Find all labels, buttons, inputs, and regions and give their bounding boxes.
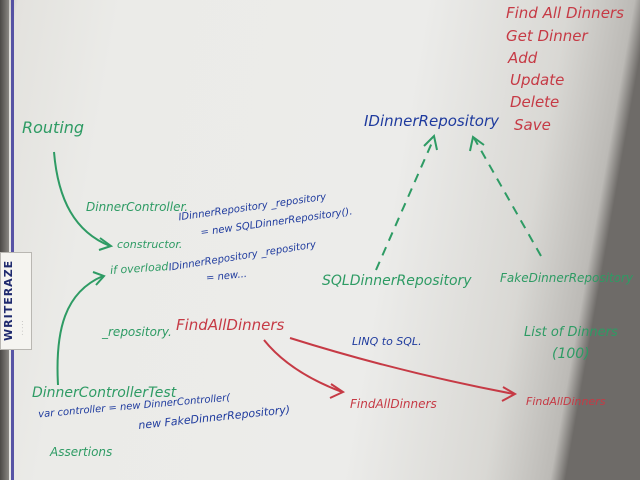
arrow-find-to-sql	[263, 339, 343, 393]
interface-name: IDinnerRepository	[364, 112, 499, 130]
arrowhead-find-sql	[329, 383, 346, 399]
controller-label: DinnerController.	[86, 200, 189, 214]
board-frame-rail	[0, 0, 9, 480]
arrowhead-test	[92, 271, 106, 286]
arrowhead-sql-interface	[423, 133, 438, 151]
list-of-dinners-label: List of Dinners	[524, 325, 618, 340]
arrowhead-find-fake	[501, 386, 518, 402]
sql-repository-label: SQLDinnerRepository	[322, 273, 472, 289]
assertions-label: Assertions	[50, 445, 113, 459]
method-update: Update	[510, 71, 565, 89]
method-get-dinner: Get Dinner	[506, 27, 588, 45]
repository-call-method: FindAllDinners	[176, 316, 285, 334]
repository-call-prefix: _repository.	[102, 325, 172, 339]
linq-to-sql-label: LINQ to SQL.	[352, 335, 422, 348]
arrowhead-routing	[98, 237, 114, 251]
method-delete: Delete	[510, 93, 560, 111]
routing-label: Routing	[22, 118, 85, 137]
dashed-arrow-fake-to-interface	[473, 137, 542, 257]
arrow-routing-to-constructor	[53, 151, 111, 247]
board-edge-line	[11, 0, 14, 480]
dashed-arrow-sql-to-interface	[375, 137, 435, 271]
test-class-label: DinnerControllerTest	[32, 385, 177, 401]
arrowhead-fake-interface	[469, 135, 485, 152]
fake-repository-label: FakeDinnerRepository	[500, 271, 634, 285]
list-count-label: (100)	[552, 346, 590, 362]
arrow-test-to-overload	[56, 275, 104, 386]
method-add: Add	[508, 49, 538, 67]
arrow-find-to-fake	[289, 337, 515, 395]
constructor-label: constructor.	[117, 238, 183, 251]
fake-find-all-dinners: FindAllDinners	[526, 395, 606, 408]
method-save: Save	[514, 116, 551, 134]
writeraze-logo-plate	[0, 252, 32, 350]
method-find-all-dinners: Find All Dinners	[506, 4, 624, 22]
sql-find-all-dinners: FindAllDinners	[350, 397, 437, 411]
